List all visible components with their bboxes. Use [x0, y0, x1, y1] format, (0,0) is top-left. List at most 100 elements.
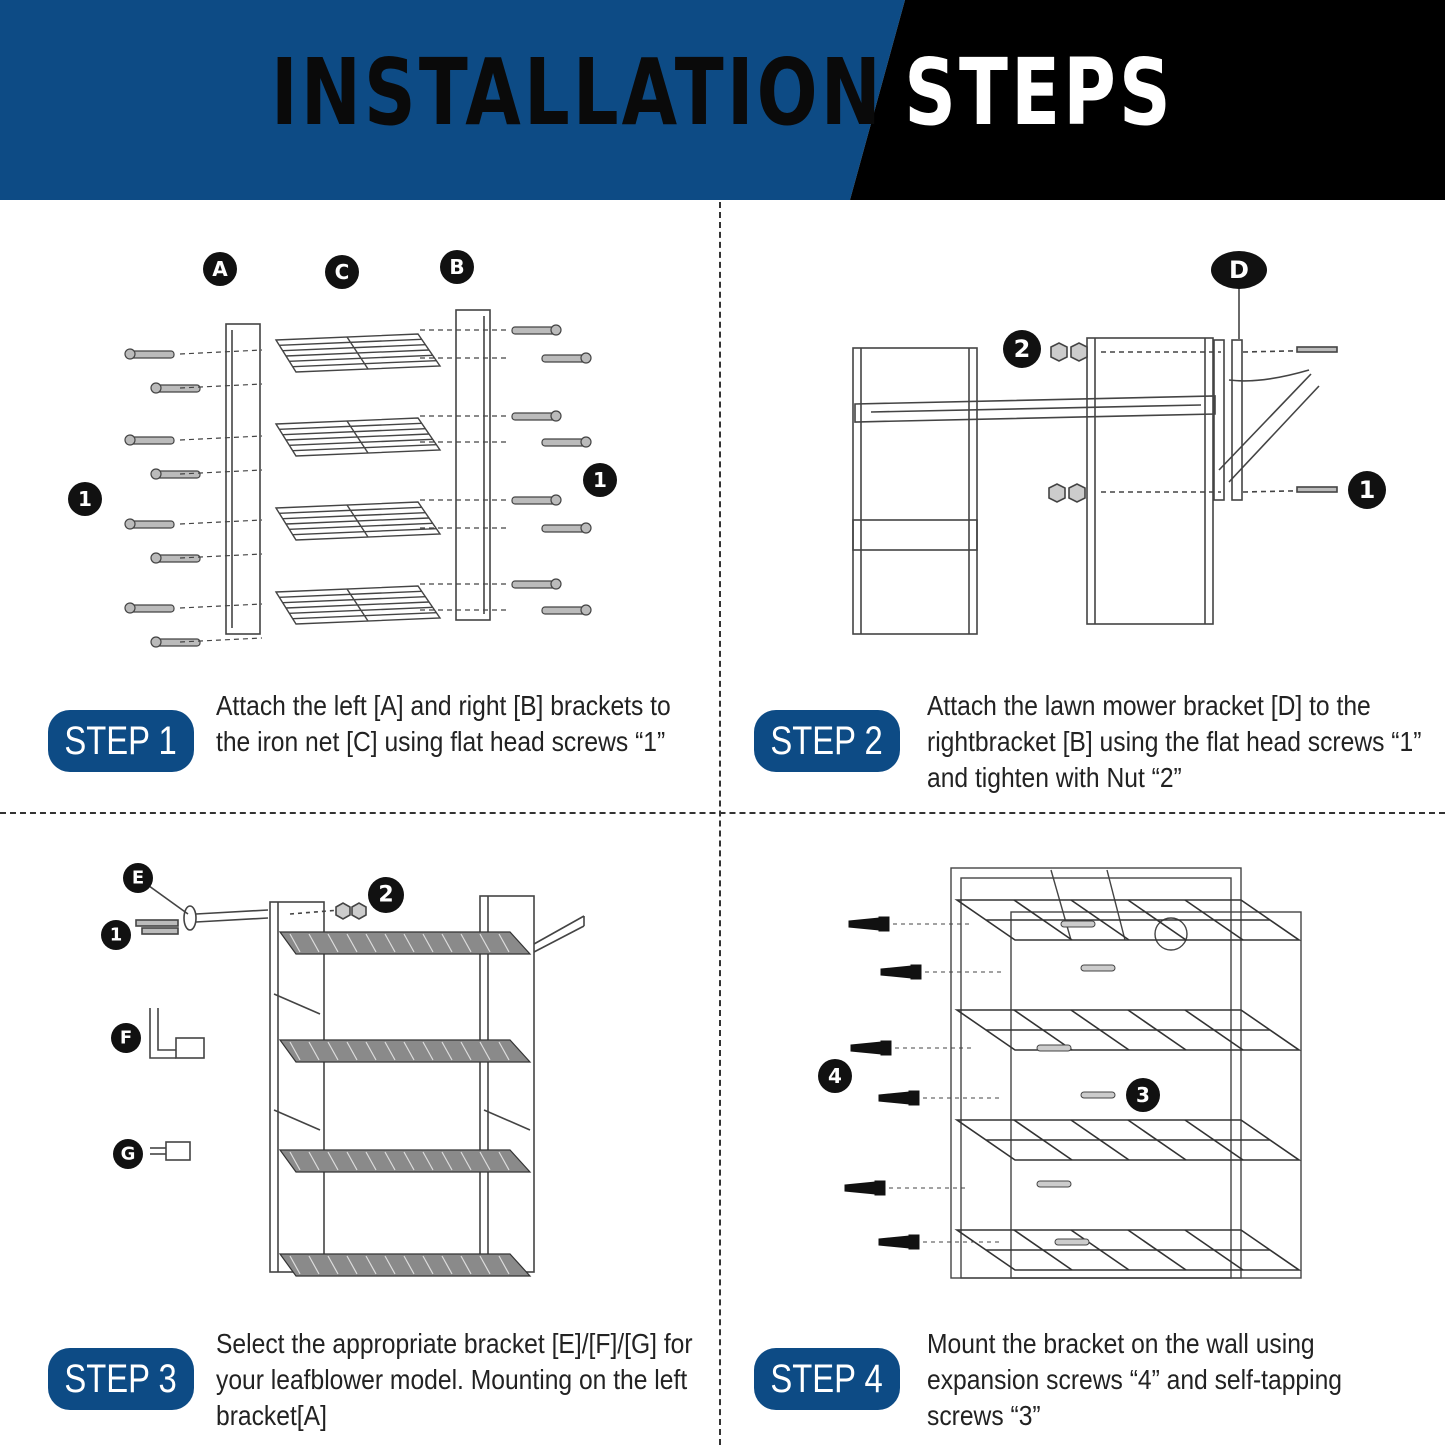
- step-4-panel: 4 3 STEP 4 Mount the bracket on the wall…: [721, 814, 1440, 1431]
- shelf: [278, 1039, 532, 1063]
- screw: [511, 324, 562, 336]
- shelf: [954, 1009, 1302, 1051]
- iron-net-shelves: [274, 333, 442, 625]
- shelf: [278, 1149, 532, 1173]
- step-4-badge: STEP 4: [754, 1348, 900, 1410]
- bracket-f: [149, 1008, 176, 1059]
- callout-b-label: B: [449, 255, 464, 279]
- callout-a: [203, 252, 237, 286]
- step-4-badge-label: STEP 4: [770, 1356, 884, 1401]
- callout-2-label: 2: [378, 883, 393, 908]
- self-tapping-screw: [1060, 920, 1096, 928]
- callout-1: [1348, 471, 1386, 509]
- step-2-panel: D 2 1 STEP 2 Attach the lawn mower brack…: [721, 202, 1440, 812]
- callout-g-label: G: [121, 1144, 136, 1165]
- callout-1-right: [583, 463, 617, 497]
- step-2-description: Attach the lawn mower bracket [D] to the…: [927, 688, 1427, 796]
- screw: [150, 552, 201, 564]
- shelf: [274, 501, 442, 541]
- step-3-panel: E 1 2 F G STEP 3 Select the appropriate …: [0, 814, 719, 1431]
- expansion-anchor: [880, 964, 1001, 980]
- screw: [124, 348, 175, 360]
- step-1-illustration: A C B 1 1: [68, 250, 617, 648]
- nuts: [1048, 342, 1088, 503]
- step-2-badge-label: STEP 2: [770, 718, 884, 763]
- self-tapping-screw: [1080, 964, 1116, 972]
- callout-2: [368, 877, 404, 913]
- callout-f: [111, 1023, 141, 1053]
- callout-1-label: 1: [1359, 476, 1376, 504]
- expansion-anchor: [850, 1040, 971, 1056]
- screw: [511, 578, 562, 590]
- callout-c-label: C: [335, 260, 350, 284]
- callout-4: [818, 1059, 852, 1093]
- screw: [124, 434, 175, 446]
- shelf: [954, 899, 1302, 941]
- horizontal-divider: [0, 812, 1445, 814]
- self-tapping-screw: [1054, 1238, 1090, 1246]
- callout-1-right-label: 1: [593, 468, 607, 492]
- wall-frame-front: [1010, 911, 1302, 1279]
- shelf: [854, 395, 1216, 423]
- shelf: [274, 417, 442, 457]
- expansion-screws: [844, 916, 1001, 1250]
- callout-e-label: E: [132, 868, 144, 889]
- shelf: [278, 1253, 532, 1277]
- step-4-text: Mount the bracket on the wall using expa…: [927, 1328, 1349, 1431]
- callout-d-label: D: [1229, 256, 1249, 284]
- callout-3-label: 3: [1136, 1083, 1150, 1107]
- step-3-badge-label: STEP 3: [64, 1356, 178, 1401]
- screw: [150, 468, 201, 480]
- step-1-panel: A C B 1 1 STEP 1 Attach the left [A] and…: [0, 202, 719, 812]
- step-3-badge: STEP 3: [48, 1348, 194, 1410]
- callout-a-label: A: [212, 257, 228, 281]
- step-2-badge: STEP 2: [754, 710, 900, 772]
- step-4-description: Mount the bracket on the wall using expa…: [927, 1326, 1427, 1434]
- screw: [511, 410, 562, 422]
- expansion-anchor: [878, 1090, 999, 1106]
- screw: [124, 602, 175, 614]
- callout-1-label: 1: [110, 925, 123, 946]
- step-2-text: Attach the lawn mower bracket [D] to the…: [927, 690, 1429, 793]
- step-1-text: Attach the left [A] and right [B] bracke…: [216, 690, 678, 757]
- callout-2: [1003, 330, 1041, 368]
- callout-1: [101, 920, 131, 950]
- mower-bracket-d: [1213, 339, 1225, 501]
- title-steps: STEPS: [904, 39, 1174, 146]
- self-tapping-screw: [1036, 1044, 1072, 1052]
- left-frame: [852, 347, 978, 635]
- left-bracket-a: [225, 323, 261, 635]
- self-tapping-screw: [1036, 1180, 1072, 1188]
- shelf: [274, 333, 442, 373]
- banner-background: [0, 0, 1445, 200]
- screw: [541, 522, 592, 534]
- assembled-shelves: [278, 931, 532, 1277]
- step-3-text: Select the appropriate bracket [E]/[F]/[…: [216, 1328, 700, 1431]
- step-1-badge: STEP 1: [48, 710, 194, 772]
- self-tapping-screws: [1036, 920, 1116, 1246]
- shelf: [954, 1229, 1302, 1271]
- flat-head-screws: [124, 324, 592, 648]
- shelf: [954, 1119, 1302, 1161]
- small-screws: [1296, 346, 1338, 493]
- screw: [541, 352, 592, 364]
- step-3-illustration: E 1 2 F G: [101, 863, 585, 1277]
- bracket-g: [165, 1141, 191, 1161]
- callout-d: [1211, 251, 1267, 289]
- dashed-guides: [179, 329, 510, 643]
- screw: [511, 494, 562, 506]
- callout-e: [123, 863, 153, 893]
- step-1-badge-label: STEP 1: [64, 718, 178, 763]
- callout-f-label: F: [120, 1028, 132, 1049]
- callout-1-left: [68, 482, 102, 516]
- callout-1-left-label: 1: [78, 487, 92, 511]
- wall-frame-back: [950, 867, 1242, 1279]
- callout-b: [440, 250, 474, 284]
- screw: [124, 518, 175, 530]
- expansion-anchor: [844, 1180, 965, 1196]
- step-4-illustration: 4 3: [818, 867, 1302, 1279]
- callout-g: [113, 1139, 143, 1169]
- expansion-anchor: [878, 1234, 999, 1250]
